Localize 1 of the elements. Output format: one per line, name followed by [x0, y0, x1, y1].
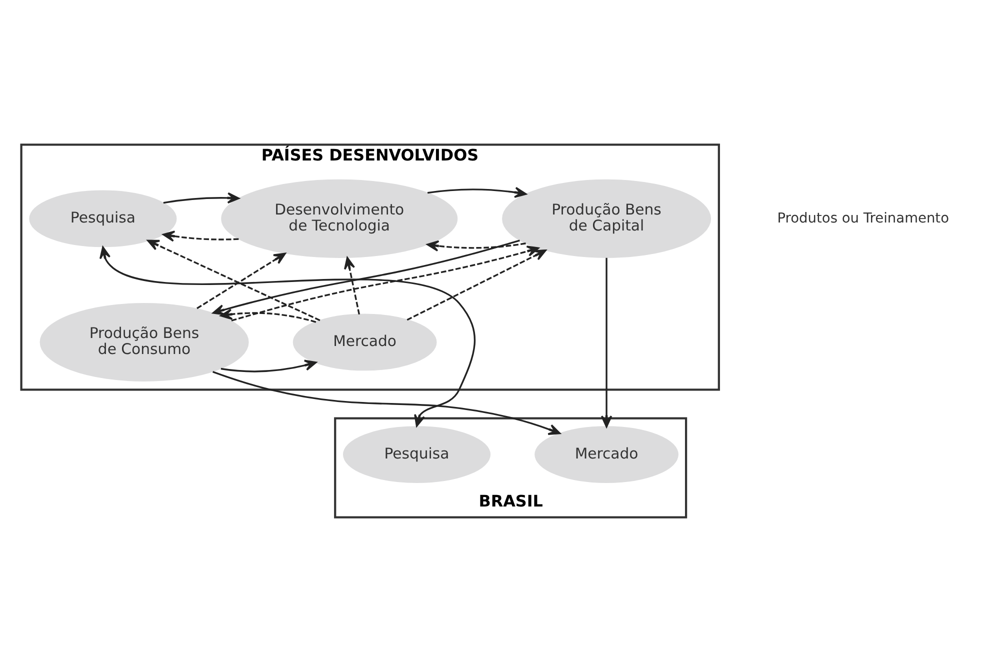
label: Produtos ou Treinamento: [777, 210, 950, 226]
